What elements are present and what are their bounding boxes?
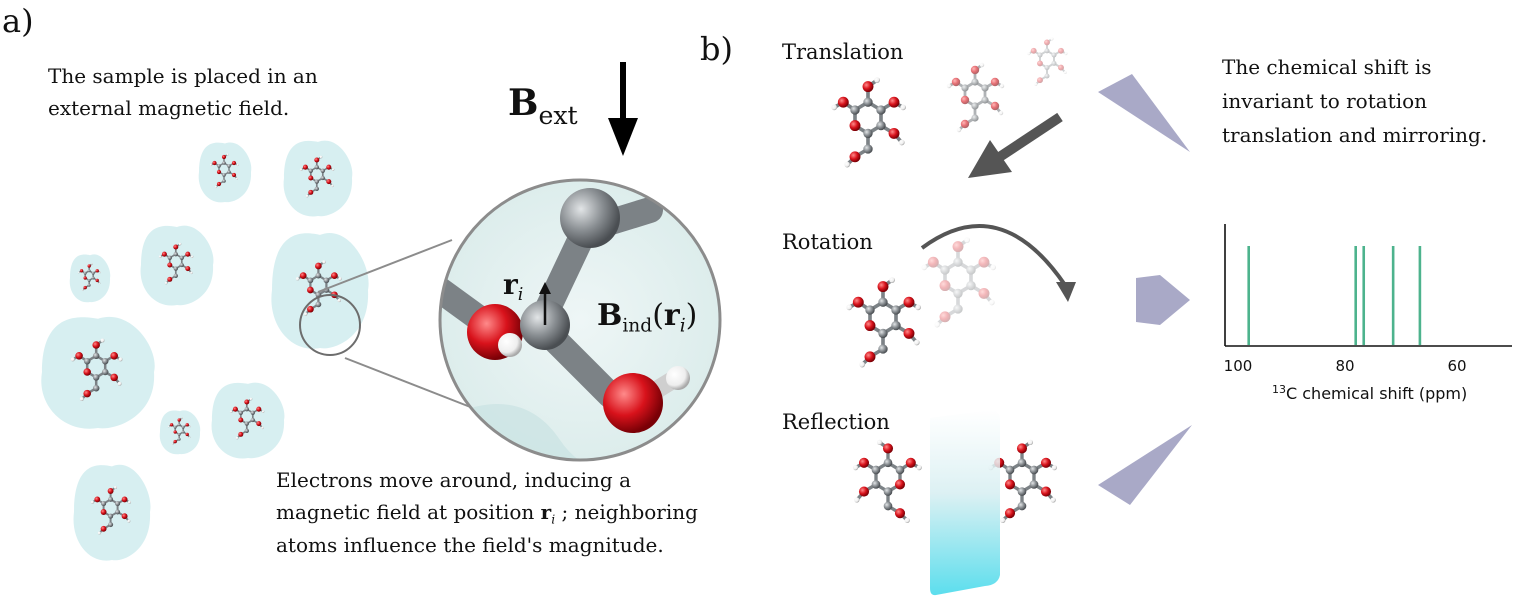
- field-symbol: B: [508, 82, 539, 124]
- position-symbol: r: [503, 268, 518, 301]
- position-label: ri: [503, 268, 523, 306]
- position-subscript: i: [517, 285, 524, 306]
- molecule: [299, 155, 335, 198]
- solvation-shell: [69, 254, 111, 303]
- molecule: [229, 397, 265, 440]
- summary-line-1: The chemical shift is: [1222, 55, 1432, 79]
- molecule: [846, 277, 921, 368]
- caption-position-symbol: r: [540, 500, 552, 524]
- solvated-molecules: [41, 140, 369, 561]
- induced-field-label: Bind(ri): [597, 298, 697, 338]
- molecule: [77, 263, 101, 291]
- mirror-plane: [930, 410, 1000, 596]
- molecule: [1027, 37, 1068, 86]
- translation-label: Translation: [782, 40, 904, 64]
- summary-line-2: invariant to rotation: [1222, 89, 1428, 113]
- rotation-arrow: [920, 224, 1067, 287]
- caption-line-2: magnetic field at position ri ; neighbor…: [276, 500, 698, 527]
- induced-subscript: ind: [622, 315, 653, 337]
- induced-arg-symbol: r: [663, 298, 680, 333]
- tick-label-100: 100: [1224, 357, 1253, 375]
- external-field-arrow: [608, 62, 638, 156]
- induced-arg-subscript: i: [679, 315, 686, 337]
- molecule: [70, 338, 123, 401]
- solvation-shell: [41, 316, 155, 429]
- solvation-shell: [159, 410, 201, 455]
- rotation-molecules: [846, 237, 996, 368]
- molecule: [921, 237, 996, 328]
- tick-label-80: 80: [1335, 357, 1354, 375]
- induced-symbol: B: [597, 298, 623, 333]
- molecule: [90, 485, 132, 535]
- molecule: [209, 153, 239, 189]
- solvation-shell: [283, 140, 353, 217]
- panel-b-label: b): [700, 30, 733, 68]
- solvation-shell: [73, 464, 151, 561]
- spectrum-xlabel: 13C chemical shift (ppm): [1272, 383, 1467, 403]
- panel-a-label: a): [2, 2, 34, 40]
- caption-line-2-pre: magnetic field at position: [276, 500, 535, 524]
- caption-line-1: Electrons move around, inducing a: [276, 468, 631, 492]
- zoom-connector-top: [317, 239, 453, 293]
- intro-line-1: The sample is placed in an: [48, 64, 318, 88]
- arrow-rotation-to-spectrum: [1136, 275, 1190, 325]
- rotation-label: Rotation: [782, 230, 873, 254]
- reflection-label: Reflection: [782, 410, 890, 434]
- solvation-shell: [140, 225, 214, 306]
- zoom-source-circle: [299, 294, 361, 356]
- molecule: [946, 62, 1005, 133]
- arrow-reflection-to-spectrum: [1098, 425, 1192, 505]
- translation-molecules: [831, 37, 1068, 168]
- caption-line-3: atoms influence the field's magnitude.: [276, 533, 664, 557]
- zoomed-atom-view: [438, 178, 722, 462]
- zoom-connector-bottom: [344, 357, 479, 411]
- molecule: [167, 417, 191, 445]
- xlabel-text: C chemical shift (ppm): [1286, 384, 1467, 403]
- solvation-shell: [198, 142, 252, 203]
- caption-position-subscript: i: [551, 511, 556, 527]
- molecule: [158, 242, 194, 285]
- translation-arrow: [968, 112, 1063, 178]
- summary-line-3: translation and mirroring.: [1222, 123, 1488, 147]
- molecule: [852, 439, 922, 524]
- field-label-bext: Bext: [508, 82, 578, 131]
- caption-line-2-post: ; neighboring: [561, 500, 698, 524]
- molecule: [831, 77, 906, 168]
- induced-paren-open: (: [652, 298, 664, 333]
- xlabel-isotope: 13: [1272, 383, 1286, 396]
- induced-paren-close: ): [685, 298, 698, 333]
- tick-label-60: 60: [1447, 357, 1466, 375]
- field-subscript: ext: [538, 100, 578, 130]
- solvation-shell: [211, 382, 285, 459]
- arrow-translation-to-summary: [1098, 74, 1190, 152]
- chemical-shift-spectrum: 100 80 60 13C chemical shift (ppm): [1224, 224, 1512, 403]
- intro-line-2: external magnetic field.: [48, 96, 290, 120]
